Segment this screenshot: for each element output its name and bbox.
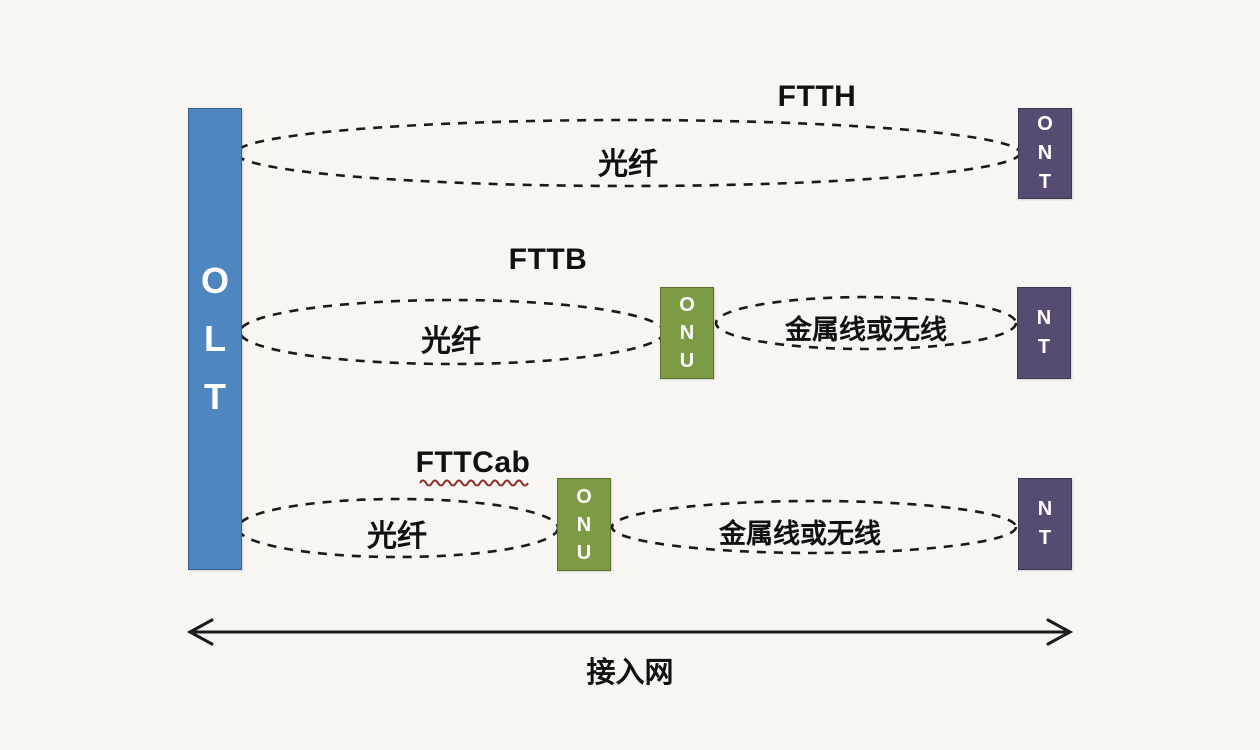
- fttb-fiber-label: 光纤: [421, 325, 481, 358]
- fttb-nt-node: NT: [1017, 287, 1071, 379]
- fttb-title: FTTB: [508, 243, 588, 276]
- fttb-onu-node-label: ONU: [679, 294, 695, 372]
- ftth-title: FTTH: [777, 80, 857, 113]
- fttcab-copper-label: 金属线或无线: [719, 519, 881, 549]
- fttcab-nt-node: NT: [1018, 478, 1072, 570]
- fttb-copper-ellipse: [714, 295, 1018, 351]
- fttcab-title: FTTCab: [415, 446, 531, 479]
- fttb-nt-node-label: NT: [1036, 307, 1052, 358]
- ftth-fiber-label: 光纤: [598, 148, 658, 181]
- fttcab-copper-ellipse: [610, 499, 1018, 555]
- ont-node-label: ONT: [1037, 113, 1053, 193]
- fttb-onu-node: ONU: [660, 287, 714, 379]
- fttcab-onu-node-label: ONU: [576, 485, 592, 564]
- fttcab-squiggle-underline: [419, 479, 529, 487]
- fttcab-fiber-label: 光纤: [367, 520, 427, 553]
- arrow-right-head-icon: [1046, 618, 1074, 646]
- fttcab-nt-node-label: NT: [1037, 498, 1053, 549]
- access-network-label: 接入网: [586, 657, 674, 689]
- fttb-copper-label: 金属线或无线: [785, 315, 947, 345]
- arrow-left-head-icon: [186, 618, 214, 646]
- ont-node: ONT: [1018, 108, 1072, 199]
- olt-node-label: OLT: [200, 260, 229, 417]
- olt-node: OLT: [188, 108, 242, 570]
- fttcab-onu-node: ONU: [557, 478, 611, 571]
